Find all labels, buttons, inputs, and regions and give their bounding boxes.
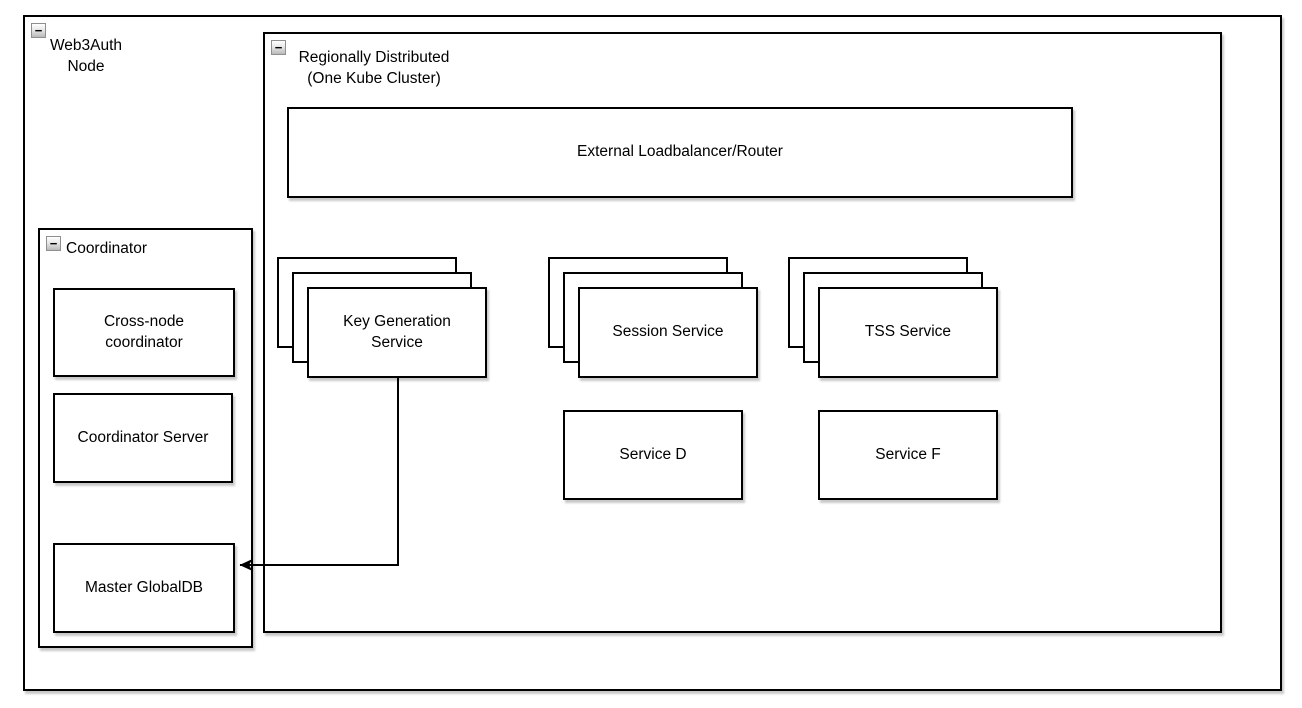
node-service-d-label: Service D bbox=[619, 445, 687, 463]
node-tss-service[interactable]: TSS Service bbox=[818, 287, 998, 378]
node-coordinator-server[interactable]: Coordinator Server bbox=[53, 393, 233, 483]
node-service-f[interactable]: Service F bbox=[818, 410, 998, 500]
node-cross-node-coordinator[interactable]: Cross-node coordinator bbox=[53, 288, 235, 377]
collapse-icon[interactable]: − bbox=[271, 40, 286, 55]
group-regionally-distributed-label: Regionally Distributed (One Kube Cluster… bbox=[298, 49, 450, 87]
node-key-generation-service-label: Key Generation Service bbox=[343, 312, 451, 351]
group-web3auth-node-label: Web3Auth Node bbox=[49, 37, 123, 75]
collapse-icon[interactable]: − bbox=[46, 236, 61, 251]
node-external-loadbalancer-label: External Loadbalancer/Router bbox=[577, 143, 783, 161]
group-coordinator-label: Coordinator bbox=[66, 240, 147, 257]
node-tss-service-label: TSS Service bbox=[864, 323, 952, 341]
node-service-d[interactable]: Service D bbox=[563, 410, 743, 500]
node-session-service-label: Session Service bbox=[612, 323, 724, 341]
node-cross-node-coordinator-label: Cross-node coordinator bbox=[103, 312, 185, 351]
node-master-globaldb[interactable]: Master GlobalDB bbox=[53, 543, 235, 633]
node-service-f-label: Service F bbox=[875, 445, 941, 463]
edge-keygen-to-masterdb[interactable] bbox=[239, 378, 399, 571]
node-session-service[interactable]: Session Service bbox=[578, 287, 758, 378]
node-master-globaldb-label: Master GlobalDB bbox=[84, 578, 203, 596]
node-key-generation-service[interactable]: Key Generation Service bbox=[307, 287, 487, 378]
node-external-loadbalancer[interactable]: External Loadbalancer/Router bbox=[287, 107, 1073, 198]
node-coordinator-server-label: Coordinator Server bbox=[77, 428, 209, 446]
collapse-icon[interactable]: − bbox=[31, 23, 46, 38]
